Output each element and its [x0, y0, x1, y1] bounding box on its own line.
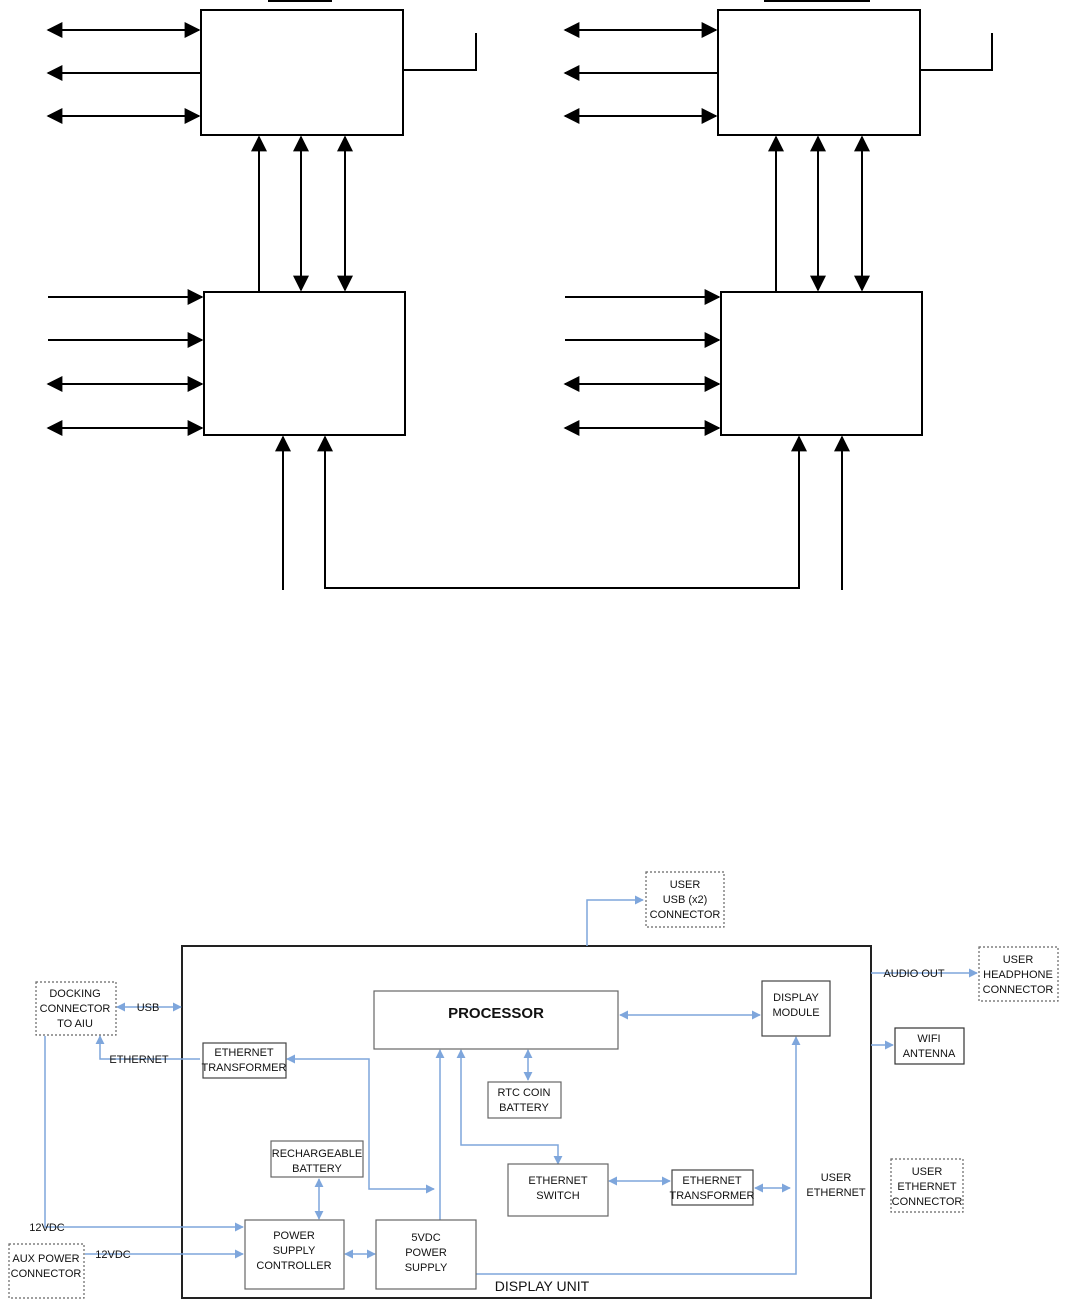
display-unit-enclosure — [181, 945, 872, 1299]
user-ethernet-connector-label-2: ETHERNET — [897, 1181, 957, 1193]
right-upper-output-line — [920, 33, 993, 71]
docking-connector-label-1: DOCKING — [49, 988, 100, 1000]
5vdc-power-supply-label-1: 5VDC — [411, 1232, 440, 1244]
rechargeable-battery-box — [270, 1140, 364, 1178]
ethernet-transformer-right-box — [671, 1169, 754, 1206]
ethernet-transformer-left-box — [202, 1042, 287, 1079]
signal-lines — [44, 895, 978, 1275]
aux-power-connector-label-1: AUX POWER — [12, 1253, 79, 1265]
power-supply-controller-label-1: POWER — [273, 1230, 315, 1242]
internal-blocks — [202, 980, 831, 1290]
left-upper-output-line — [403, 33, 477, 71]
aux-power-connector-label-2: CONNECTOR — [11, 1268, 82, 1280]
user-ethernet-connector-box — [890, 1158, 964, 1213]
12vdc-dock-label: 12VDC — [29, 1222, 65, 1234]
wifi-antenna-label-1: WIFI — [917, 1033, 940, 1045]
display-unit-label: DISPLAY UNIT — [495, 1278, 590, 1294]
power-supply-controller-label-3: CONTROLLER — [256, 1260, 331, 1272]
docking-connector-label-3: TO AIU — [57, 1018, 93, 1030]
external-connectors — [8, 871, 1059, 1299]
wifi-antenna-box — [894, 1027, 965, 1065]
top-block-diagram — [46, 0, 993, 590]
user-usb-connector-label-3: CONNECTOR — [650, 909, 721, 921]
ethernet-label: ETHERNET — [109, 1054, 169, 1066]
power-supply-controller-label-2: SUPPLY — [273, 1245, 316, 1257]
rechargeable-battery-label-1: RECHARGEABLE — [272, 1148, 362, 1160]
ethernet-switch-box — [507, 1163, 609, 1217]
5vdc-power-supply-box — [375, 1219, 477, 1290]
docking-connector-label-2: CONNECTOR — [40, 1003, 111, 1015]
user-headphone-connector-box — [978, 946, 1059, 1002]
rtc-coin-battery-label-2: BATTERY — [499, 1102, 549, 1114]
rtc-coin-battery-label-1: RTC COIN — [498, 1087, 551, 1099]
user-usb-connector-label-2: USB (x2) — [663, 894, 708, 906]
display-module-label-2: MODULE — [772, 1007, 819, 1019]
5vdc-display-line — [476, 1036, 801, 1275]
user-ethernet-connector-label-1: USER — [912, 1166, 943, 1178]
user-ethernet-connector-label-3: CONNECTOR — [892, 1196, 963, 1208]
usb-connector-line — [586, 895, 644, 946]
5vdc-power-supply-label-3: SUPPLY — [405, 1262, 448, 1274]
rtc-coin-battery-box — [487, 1081, 562, 1119]
user-headphone-connector-label-2: HEADPHONE — [983, 969, 1053, 981]
ethernet-transformer-right-label-1: ETHERNET — [682, 1175, 742, 1187]
eth-transformer-switch-line — [286, 1054, 435, 1194]
docking-connector-box — [35, 981, 117, 1036]
ethernet-transformer-right-label-2: TRANSFORMER — [670, 1190, 755, 1202]
ethernet-switch-label-1: ETHERNET — [528, 1175, 588, 1187]
user-usb-connector-label-1: USER — [670, 879, 701, 891]
wifi-antenna-label-2: ANTENNA — [903, 1048, 956, 1060]
aux-power-connector-box — [8, 1243, 85, 1299]
processor-box — [373, 990, 619, 1050]
user-headphone-connector-label-3: CONNECTOR — [983, 984, 1054, 996]
right-lower-block — [720, 291, 923, 436]
processor-switch-line — [456, 1049, 563, 1165]
12vdc-aux-label: 12VDC — [95, 1249, 131, 1261]
ethernet-switch-label-2: SWITCH — [536, 1190, 579, 1202]
processor-label: PROCESSOR — [448, 1005, 544, 1022]
5vdc-power-supply-label-2: POWER — [405, 1247, 447, 1259]
rechargeable-battery-label-2: BATTERY — [292, 1163, 342, 1175]
usb-label: USB — [137, 1002, 160, 1014]
audio-out-label: AUDIO OUT — [883, 968, 944, 980]
display-module-box — [761, 980, 831, 1037]
power-supply-controller-box — [244, 1219, 345, 1290]
user-ethernet-label-1: USER — [821, 1172, 852, 1184]
dock-12vdc-line — [44, 1036, 244, 1232]
right-upper-block — [717, 9, 921, 136]
user-usb-connector-box — [645, 871, 725, 928]
user-headphone-connector-label-1: USER — [1003, 954, 1034, 966]
left-upper-block — [200, 9, 404, 136]
display-module-label-1: DISPLAY — [773, 992, 819, 1004]
left-lower-block — [203, 291, 406, 436]
cross-link — [317, 435, 807, 589]
display-unit-diagram: PROCESSOR DISPLAY MODULE RTC COIN BATTER… — [8, 871, 1059, 1299]
ethernet-transformer-left-label-2: TRANSFORMER — [202, 1062, 287, 1074]
user-ethernet-label-2: ETHERNET — [806, 1187, 866, 1199]
dock-ethernet-line — [95, 1035, 200, 1060]
ethernet-transformer-left-label-1: ETHERNET — [214, 1047, 274, 1059]
